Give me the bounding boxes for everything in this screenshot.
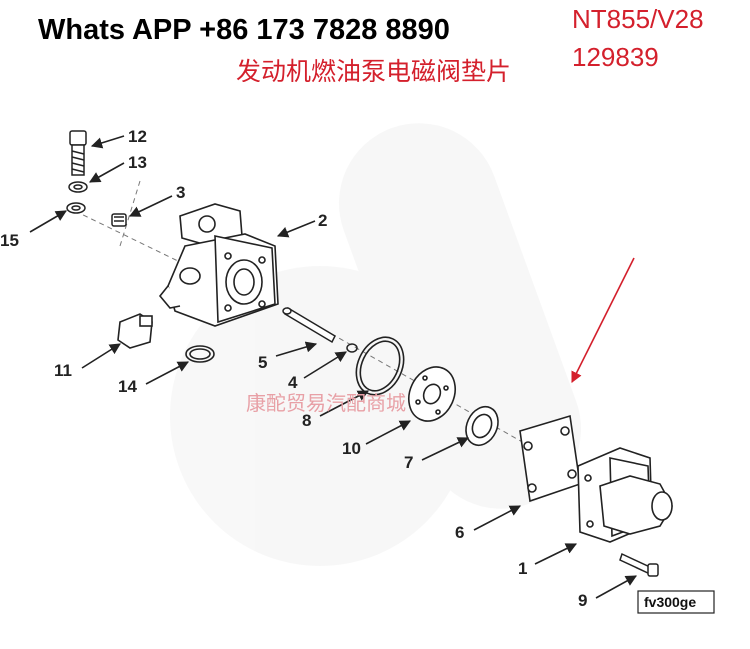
diagram-svg: 12 13 3 15 2 11 5 14 4 8 10 7 6 1 9 康酡贸易… bbox=[0, 123, 715, 614]
callout-1: 1 bbox=[518, 559, 527, 578]
exploded-diagram: 12 13 3 15 2 11 5 14 4 8 10 7 6 1 9 康酡贸易… bbox=[0, 86, 750, 644]
gasket-part-6 bbox=[519, 414, 581, 503]
housing-part-2 bbox=[158, 203, 279, 327]
bolt-part-12 bbox=[69, 130, 87, 176]
washer-part-13 bbox=[68, 181, 88, 193]
callout-3: 3 bbox=[176, 183, 185, 202]
callout-7: 7 bbox=[404, 453, 413, 472]
callout-12: 12 bbox=[128, 127, 147, 146]
shaft-part-5 bbox=[282, 306, 336, 344]
plug-part-3 bbox=[111, 213, 127, 227]
figure-id-box bbox=[637, 590, 715, 614]
solenoid-part-1 bbox=[577, 447, 673, 543]
callout-15: 15 bbox=[0, 231, 19, 250]
callout-6: 6 bbox=[455, 523, 464, 542]
callout-9: 9 bbox=[578, 591, 587, 610]
callout-4: 4 bbox=[288, 373, 298, 392]
header-banner: ) Whats APP +86 173 7828 8890 发动机燃油泵电磁阀垫… bbox=[0, 0, 750, 86]
plug-part-11 bbox=[117, 313, 153, 349]
washer-part-15 bbox=[66, 202, 86, 214]
highlight-arrow bbox=[571, 257, 635, 384]
screw-part-9 bbox=[619, 552, 659, 577]
contact-text: Whats APP +86 173 7828 8890 bbox=[38, 14, 450, 46]
engine-model: NT855/V28 bbox=[572, 4, 704, 34]
callout-2: 2 bbox=[318, 211, 327, 230]
leader-lines bbox=[29, 135, 637, 599]
callout-13: 13 bbox=[128, 153, 147, 172]
callout-10: 10 bbox=[342, 439, 361, 458]
callout-8: 8 bbox=[302, 411, 311, 430]
banner-left-panel: Whats APP +86 173 7828 8890 bbox=[0, 0, 575, 86]
plate-part-10 bbox=[408, 366, 456, 422]
part-number: 129839 bbox=[572, 42, 659, 72]
seal-part-7 bbox=[465, 405, 499, 447]
callout-5: 5 bbox=[258, 353, 267, 372]
watermark-text: 康酡贸易汽配商城 bbox=[246, 391, 406, 415]
oring-part-4 bbox=[346, 343, 358, 353]
figure-id: fv300ge bbox=[644, 594, 696, 610]
part-title-cn: 发动机燃油泵电磁阀垫片 bbox=[236, 57, 512, 82]
callout-14: 14 bbox=[118, 377, 137, 396]
oring-part-14 bbox=[185, 345, 215, 363]
callout-11: 11 bbox=[54, 361, 72, 380]
